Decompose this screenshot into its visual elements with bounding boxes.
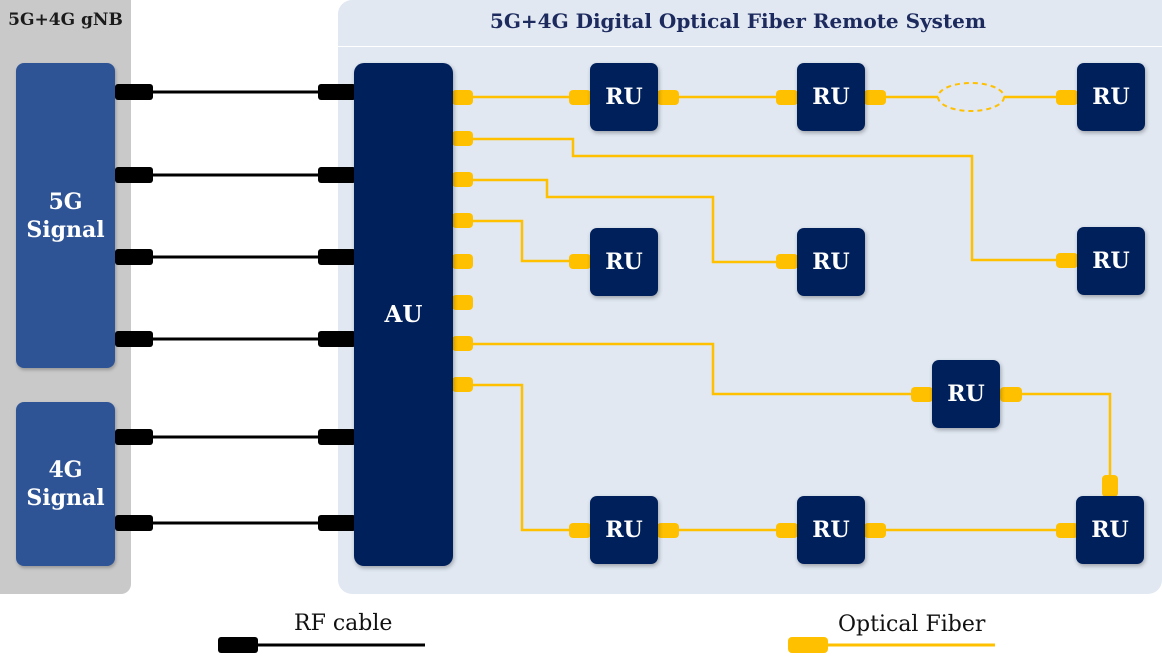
ru-unit: RU <box>797 496 865 564</box>
ru-unit: RU <box>590 496 658 564</box>
ru-fiber-port <box>569 90 591 105</box>
ru-label: RU <box>1091 517 1129 543</box>
au-label: AU <box>384 301 423 328</box>
ru-fiber-port <box>657 523 679 538</box>
rf-connector <box>318 84 356 100</box>
rf-connector <box>318 249 356 265</box>
ru-fiber-port <box>1000 387 1022 402</box>
au-fiber-port <box>452 254 473 269</box>
rf-connector <box>115 167 153 183</box>
ru-unit: RU <box>1077 227 1145 295</box>
ru-unit: RU <box>797 228 865 296</box>
fiber-5b <box>1014 392 1112 480</box>
remote-system-panel <box>338 0 1162 594</box>
ru-fiber-port <box>776 90 798 105</box>
continuation-ellipsis <box>937 82 1005 112</box>
ru-fiber-port <box>776 254 798 269</box>
rf-connector <box>115 331 153 347</box>
fiber-2 <box>470 137 1064 262</box>
ru-label: RU <box>812 249 850 275</box>
ru-label: RU <box>605 84 643 110</box>
fiber-5 <box>470 342 918 396</box>
rf-connector <box>318 515 356 531</box>
ru-label: RU <box>1092 84 1130 110</box>
ru-fiber-port <box>776 523 798 538</box>
ru-fiber-port <box>1056 90 1078 105</box>
title-divider <box>338 46 1162 47</box>
ru-fiber-port <box>864 523 886 538</box>
fiber-6 <box>470 383 577 532</box>
ru-unit: RU <box>932 360 1000 428</box>
ru-fiber-port <box>864 90 886 105</box>
fiber-connectors <box>452 90 1118 538</box>
remote-system-title: 5G+4G Digital Optical Fiber Remote Syste… <box>489 9 987 33</box>
au-fiber-port <box>452 377 473 392</box>
legend-fiber-symbol <box>788 637 995 653</box>
5g-signal-line-2: Signal <box>26 216 105 243</box>
4g-signal-line-1: 4G <box>48 457 83 483</box>
fiber-3 <box>470 178 783 264</box>
ru-label: RU <box>812 517 850 543</box>
ru-fiber-port <box>911 387 933 402</box>
rf-connector <box>115 249 153 265</box>
ru-unit: RU <box>590 63 658 131</box>
au-fiber-port <box>452 295 473 310</box>
gnb-title: 5G+4G gNB <box>8 10 123 30</box>
4g-signal-line-2: Signal <box>26 485 105 511</box>
4g-signal-box: 4G Signal <box>16 402 115 566</box>
optical-fibers <box>470 95 1112 532</box>
rf-connector <box>115 84 153 100</box>
ru-unit: RU <box>1076 496 1144 564</box>
au-fiber-port <box>452 131 473 146</box>
ru-unit: RU <box>590 228 658 296</box>
ru-fiber-port <box>657 90 679 105</box>
ru-label: RU <box>605 517 643 543</box>
au-fiber-port <box>452 336 473 351</box>
rf-connector <box>318 429 356 445</box>
5g-signal-box: 5G Signal <box>16 63 115 368</box>
au-fiber-port <box>452 90 473 105</box>
rf-connector <box>318 331 356 347</box>
ru-label: RU <box>605 249 643 275</box>
ru-label: RU <box>812 84 850 110</box>
ru-fiber-port <box>569 254 591 269</box>
legend-rf-label: RF cable <box>294 611 393 636</box>
rf-connector <box>115 429 153 445</box>
au-fiber-port <box>452 213 473 228</box>
ru-fiber-port <box>569 523 591 538</box>
rf-connectors <box>115 84 356 531</box>
ru-fiber-port <box>1056 253 1078 268</box>
ru-unit: RU <box>1077 63 1145 131</box>
rf-connector <box>115 515 153 531</box>
legend-rf-symbol <box>218 637 425 653</box>
ru-label: RU <box>947 381 985 407</box>
rf-connector <box>318 167 356 183</box>
ru-label: RU <box>1092 248 1130 274</box>
au-fiber-port <box>452 172 473 187</box>
fiber-4 <box>470 219 577 263</box>
rf-cables <box>150 90 320 525</box>
ru-unit: RU <box>797 63 865 131</box>
au-unit: AU <box>354 63 453 566</box>
ru-fiber-port <box>1056 523 1078 538</box>
5g-signal-line-1: 5G <box>48 188 83 215</box>
ru-fiber-port <box>1102 475 1118 497</box>
legend-fiber-label: Optical Fiber <box>838 612 986 637</box>
